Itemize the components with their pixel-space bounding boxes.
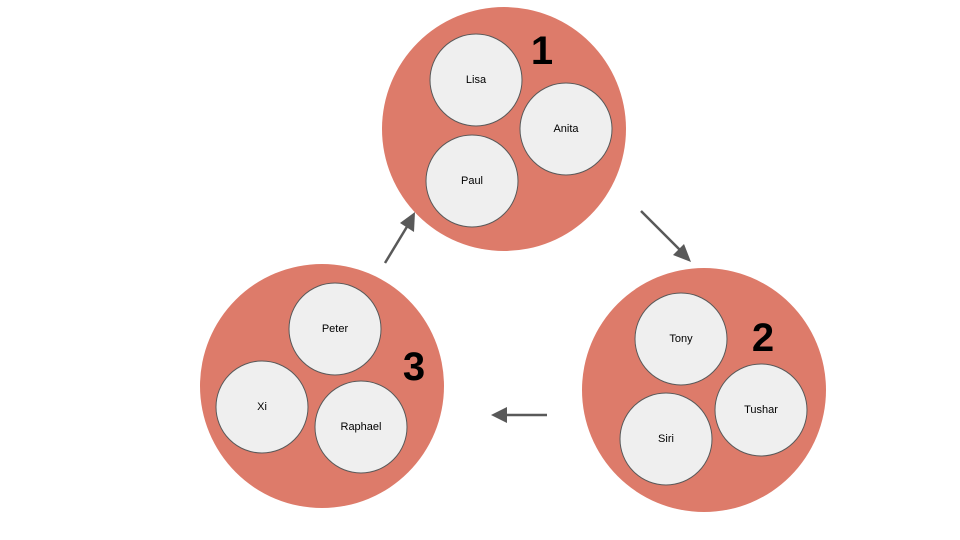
group-2: 2 Tony Tushar Siri xyxy=(582,268,826,512)
member-siri: Siri xyxy=(619,392,713,486)
member-tushar: Tushar xyxy=(714,363,808,457)
arrow-1-to-2 xyxy=(640,210,691,262)
member-lisa: Lisa xyxy=(429,33,523,127)
member-anita-label: Anita xyxy=(553,123,579,135)
member-siri-label: Siri xyxy=(658,433,674,445)
member-paul-label: Paul xyxy=(461,175,483,187)
group-3-number: 3 xyxy=(403,345,425,389)
arrow-1-to-2-head-icon xyxy=(673,244,691,262)
group-1: 1 Lisa Anita Paul xyxy=(382,7,626,251)
member-tony-circle xyxy=(634,292,728,386)
arrow-3-to-1 xyxy=(383,212,415,264)
arrow-1-to-2-shaft xyxy=(640,210,681,251)
member-tony: Tony xyxy=(634,292,728,386)
arrow-2-to-3 xyxy=(491,407,547,423)
arrow-3-to-1-shaft xyxy=(383,224,410,264)
member-raphael-circle xyxy=(314,380,408,474)
member-tushar-label: Tushar xyxy=(744,404,778,416)
member-raphael-label: Raphael xyxy=(341,421,382,433)
member-peter: Peter xyxy=(288,282,382,376)
group-1-number: 1 xyxy=(531,29,553,73)
member-siri-circle xyxy=(619,392,713,486)
group-2-number: 2 xyxy=(752,316,774,360)
member-lisa-label: Lisa xyxy=(466,74,487,86)
arrow-3-to-1-head-icon xyxy=(400,212,415,232)
member-peter-circle xyxy=(288,282,382,376)
member-anita-circle xyxy=(519,82,613,176)
member-tushar-circle xyxy=(714,363,808,457)
member-raphael: Raphael xyxy=(314,380,408,474)
group-3: 3 Peter Xi Raphael xyxy=(200,264,444,508)
member-peter-label: Peter xyxy=(322,323,349,335)
member-paul: Paul xyxy=(425,134,519,228)
member-xi: Xi xyxy=(215,360,309,454)
member-paul-circle xyxy=(425,134,519,228)
member-xi-circle xyxy=(215,360,309,454)
member-lisa-circle xyxy=(429,33,523,127)
member-anita: Anita xyxy=(519,82,613,176)
member-tony-label: Tony xyxy=(669,333,693,345)
member-xi-label: Xi xyxy=(257,401,267,413)
arrow-2-to-3-head-icon xyxy=(491,407,507,423)
